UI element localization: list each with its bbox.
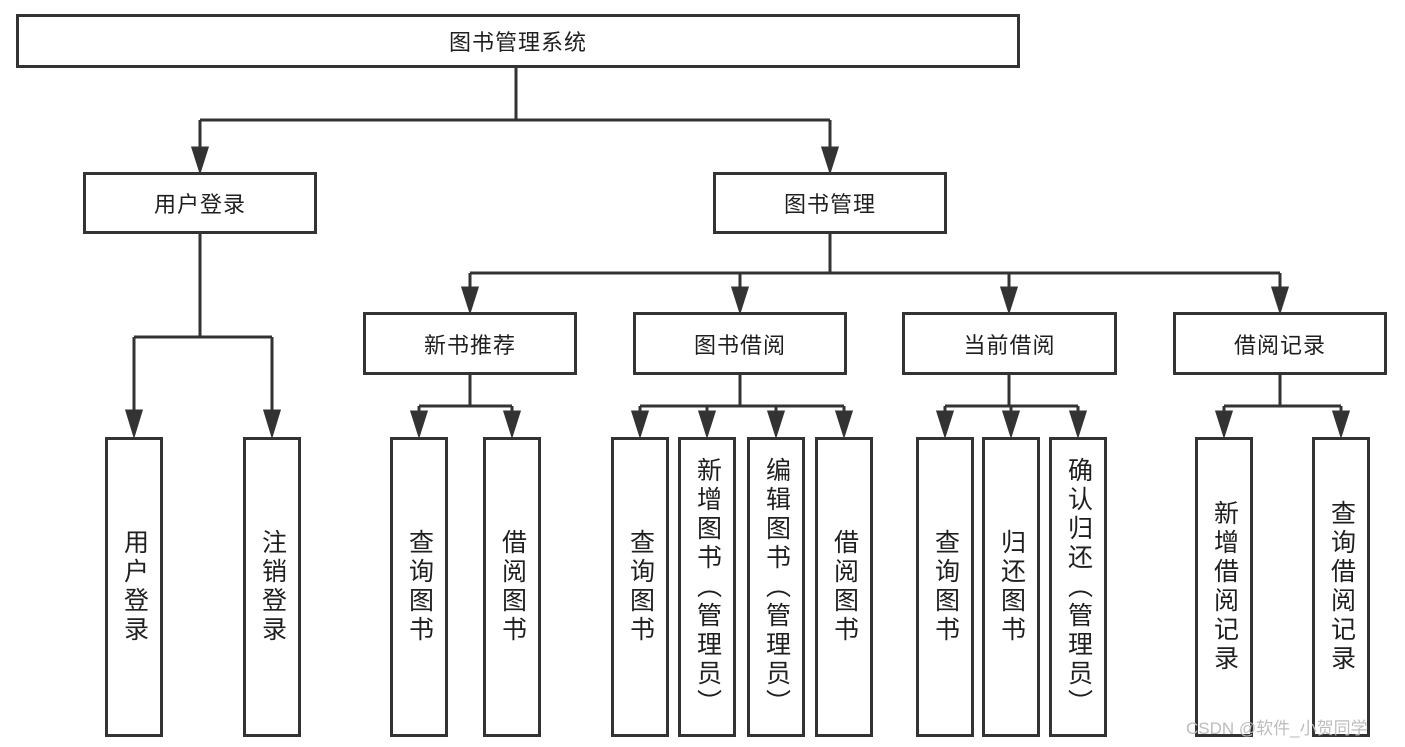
arrowhead-icon — [999, 286, 1019, 315]
node-return-books: 归还图书 — [982, 437, 1040, 737]
node-label: 图书管理系统 — [448, 30, 587, 55]
node-label: 编辑图书（管理员） — [762, 456, 791, 718]
arrowhead-icon — [697, 410, 717, 439]
connector-borrow-record-children — [1214, 375, 1351, 439]
connector-book-borrow-children — [630, 375, 854, 439]
connector-book-management-to-level2 — [460, 234, 1290, 315]
node-label: 查询借阅记录 — [1327, 500, 1356, 674]
node-library-management-system: 图书管理系统 — [16, 14, 1020, 68]
node-borrow-record: 借阅记录 — [1173, 312, 1387, 375]
node-label: 借阅图书 — [498, 529, 527, 645]
connector-current-borrow-children — [935, 375, 1088, 439]
node-label: 查询图书 — [931, 529, 960, 645]
node-add-borrow-record: 新增借阅记录 — [1195, 437, 1253, 737]
arrowhead-icon — [766, 410, 786, 439]
arrowhead-icon — [502, 410, 522, 439]
node-label: 图书借阅 — [693, 332, 786, 358]
node-user-login: 用户登录 — [83, 172, 317, 234]
arrowhead-icon — [409, 410, 429, 439]
node-edit-books-admin: 编辑图书（管理员） — [747, 437, 805, 737]
arrowhead-icon — [820, 146, 840, 175]
arrowhead-icon — [1214, 410, 1234, 439]
arrowhead-icon — [935, 410, 955, 439]
node-query-borrow-record: 查询借阅记录 — [1312, 437, 1370, 737]
arrowhead-icon — [730, 286, 750, 315]
arrowhead-icon — [460, 286, 480, 315]
node-label: 新书推荐 — [423, 332, 516, 358]
node-label: 图书管理 — [783, 192, 876, 217]
node-user-login-action: 用户登录 — [105, 437, 163, 737]
node-query-books-recommend: 查询图书 — [390, 437, 448, 737]
node-label: 查询图书 — [405, 529, 434, 645]
node-label: 新增图书（管理员） — [693, 456, 722, 718]
node-new-book-recommend: 新书推荐 — [363, 312, 577, 375]
node-book-management: 图书管理 — [713, 172, 947, 234]
node-label: 确认归还（管理员） — [1064, 456, 1093, 718]
arrowhead-icon — [1068, 410, 1088, 439]
node-borrow-books-recommend: 借阅图书 — [483, 437, 541, 737]
connector-root-to-level1 — [190, 68, 840, 175]
node-add-books-admin: 新增图书（管理员） — [678, 437, 736, 737]
node-current-borrow: 当前借阅 — [902, 312, 1117, 375]
node-book-borrow: 图书借阅 — [633, 312, 847, 375]
node-label: 新增借阅记录 — [1210, 500, 1239, 674]
node-label: 当前借阅 — [963, 332, 1056, 358]
node-label: 用户登录 — [153, 192, 246, 217]
node-label: 借阅记录 — [1233, 332, 1326, 358]
node-borrow-books-action: 借阅图书 — [815, 437, 873, 737]
node-label: 用户登录 — [120, 529, 149, 645]
arrowhead-icon — [1270, 286, 1290, 315]
arrowhead-icon — [1001, 410, 1021, 439]
node-query-books-current: 查询图书 — [916, 437, 974, 737]
arrowhead-icon — [190, 146, 210, 175]
node-logout: 注销登录 — [243, 437, 301, 737]
node-label: 借阅图书 — [830, 529, 859, 645]
node-query-books-borrow: 查询图书 — [611, 437, 669, 737]
arrowhead-icon — [834, 410, 854, 439]
csdn-watermark: CSDN @软件_小贺同学 — [1186, 719, 1368, 738]
connector-user-login-children — [124, 234, 282, 440]
node-label: 查询图书 — [626, 529, 655, 645]
node-confirm-return-admin: 确认归还（管理员） — [1049, 437, 1107, 737]
arrowhead-icon — [1331, 410, 1351, 439]
arrowhead-icon — [630, 410, 650, 439]
connector-new-book-children — [409, 375, 522, 439]
arrowhead-icon — [124, 409, 144, 440]
node-label: 归还图书 — [997, 529, 1026, 645]
arrowhead-icon — [262, 409, 282, 440]
node-label: 注销登录 — [258, 529, 287, 645]
